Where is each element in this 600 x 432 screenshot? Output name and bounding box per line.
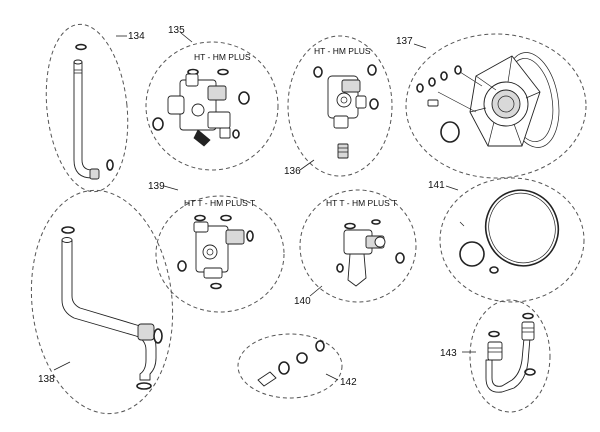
group-138-leader xyxy=(53,361,71,371)
seals-part xyxy=(257,340,325,387)
group-135: 135 HT - HM PLUS xyxy=(145,25,279,171)
group-136-outline xyxy=(287,35,393,177)
group-136-caption: HT - HM PLUS xyxy=(314,46,371,56)
burner-flange-part xyxy=(416,52,560,148)
group-141: 141 xyxy=(428,177,585,303)
valve-block-135-part xyxy=(152,68,250,147)
group-141-outline xyxy=(439,177,585,303)
group-142-leader xyxy=(325,373,339,381)
group-135-caption: HT - HM PLUS xyxy=(194,52,251,62)
group-135-number: 135 xyxy=(168,25,185,36)
group-139-outline xyxy=(155,195,285,313)
group-140-outline xyxy=(299,189,417,303)
group-138-outline xyxy=(30,189,174,415)
group-139: 139 HT T - HM PLUS T xyxy=(148,181,285,313)
vertical-pipe-part xyxy=(73,43,114,180)
flexible-hose-part xyxy=(485,312,536,393)
group-141-leader xyxy=(445,185,459,191)
group-134: 134 xyxy=(45,23,145,193)
group-139-caption: HT T - HM PLUS T xyxy=(184,198,255,208)
t-valve-block-140-part xyxy=(336,219,405,287)
group-139-number: 139 xyxy=(148,181,165,192)
group-137: 137 xyxy=(396,33,587,179)
group-137-leader xyxy=(413,43,427,49)
group-143: 143 xyxy=(440,299,551,413)
group-143-number: 143 xyxy=(440,348,457,359)
group-141-number: 141 xyxy=(428,180,445,191)
bent-pipe-part xyxy=(61,226,163,390)
group-138: 138 xyxy=(30,189,174,415)
group-137-outline xyxy=(405,33,587,179)
group-138-number: 138 xyxy=(38,374,55,385)
group-140-leader xyxy=(309,285,323,297)
group-135-leader xyxy=(180,32,193,43)
gasket-rings-part xyxy=(459,189,560,274)
t-valve-block-139-part xyxy=(177,214,254,290)
group-142-number: 142 xyxy=(340,377,357,388)
group-139-leader xyxy=(163,185,179,191)
group-135-outline xyxy=(145,41,279,171)
group-140: 140 HT T - HM PLUS T xyxy=(294,189,417,307)
group-134-number: 134 xyxy=(128,31,145,42)
group-137-number: 137 xyxy=(396,36,413,47)
group-134-outline xyxy=(45,23,129,193)
group-140-number: 140 xyxy=(294,296,311,307)
group-136-number: 136 xyxy=(284,166,301,177)
group-142-outline xyxy=(237,333,343,399)
valve-block-136-part xyxy=(313,64,379,159)
group-136-leader xyxy=(299,159,315,171)
group-140-caption: HT T - HM PLUS T xyxy=(326,198,397,208)
group-143-outline xyxy=(469,299,551,413)
group-142: 142 xyxy=(237,333,357,399)
group-136: 136 HT - HM PLUS xyxy=(284,35,393,177)
